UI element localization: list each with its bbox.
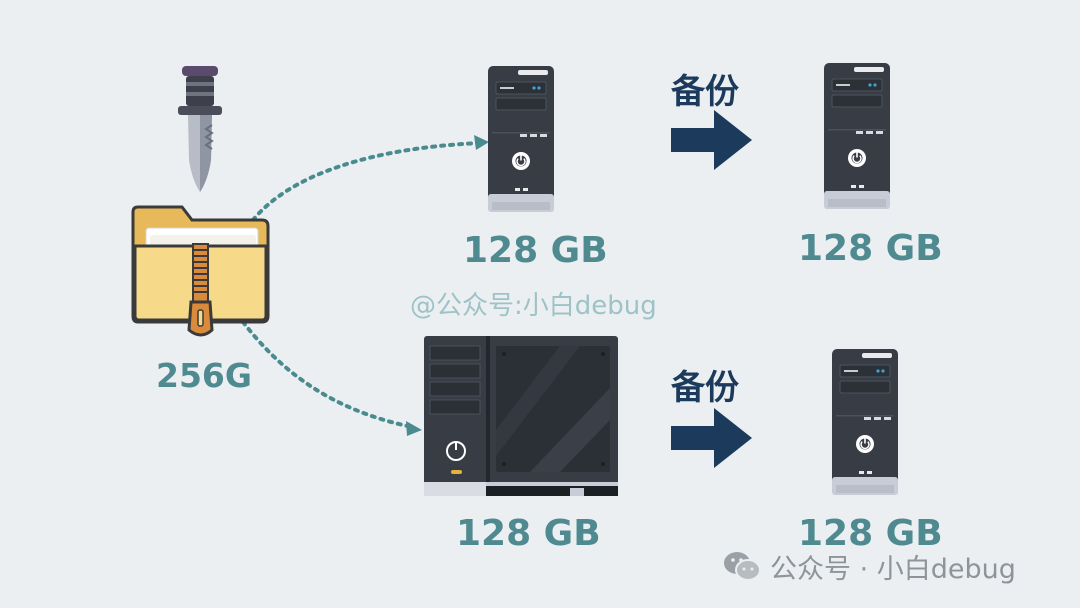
tower-server-icon bbox=[823, 62, 891, 210]
backup-action-label-bottom: 备份 bbox=[671, 368, 739, 408]
zip-folder-icon bbox=[131, 205, 270, 337]
backup-action-label-top: 备份 bbox=[671, 72, 739, 112]
backup-2-size-label: 128 GB bbox=[798, 513, 943, 554]
watermark-bottom-text: 公众号 · 小白debug bbox=[770, 553, 1016, 585]
backup-arrow-bottom bbox=[671, 408, 752, 468]
backup-1-size-label: 128 GB bbox=[798, 228, 943, 269]
watermark-middle: @公众号:小白debug bbox=[410, 291, 657, 321]
backup-arrow-top bbox=[671, 110, 752, 170]
nas-server-icon bbox=[424, 336, 618, 496]
dotted-arrow-upper bbox=[251, 141, 482, 222]
watermark-bottom: 公众号 · 小白debug bbox=[722, 548, 1016, 585]
part-1-size-label: 128 GB bbox=[463, 230, 608, 271]
wechat-icon bbox=[724, 552, 761, 581]
dotted-arrow-lower bbox=[241, 320, 414, 429]
tower-server-icon bbox=[487, 65, 555, 213]
part-2-size-label: 128 GB bbox=[456, 513, 601, 554]
dotted-arrow-lower-head bbox=[406, 421, 422, 436]
source-size-label: 256G bbox=[156, 356, 252, 395]
knife-icon bbox=[178, 66, 222, 192]
dotted-arrow-upper-head bbox=[474, 135, 489, 150]
tower-server-icon bbox=[831, 348, 899, 496]
